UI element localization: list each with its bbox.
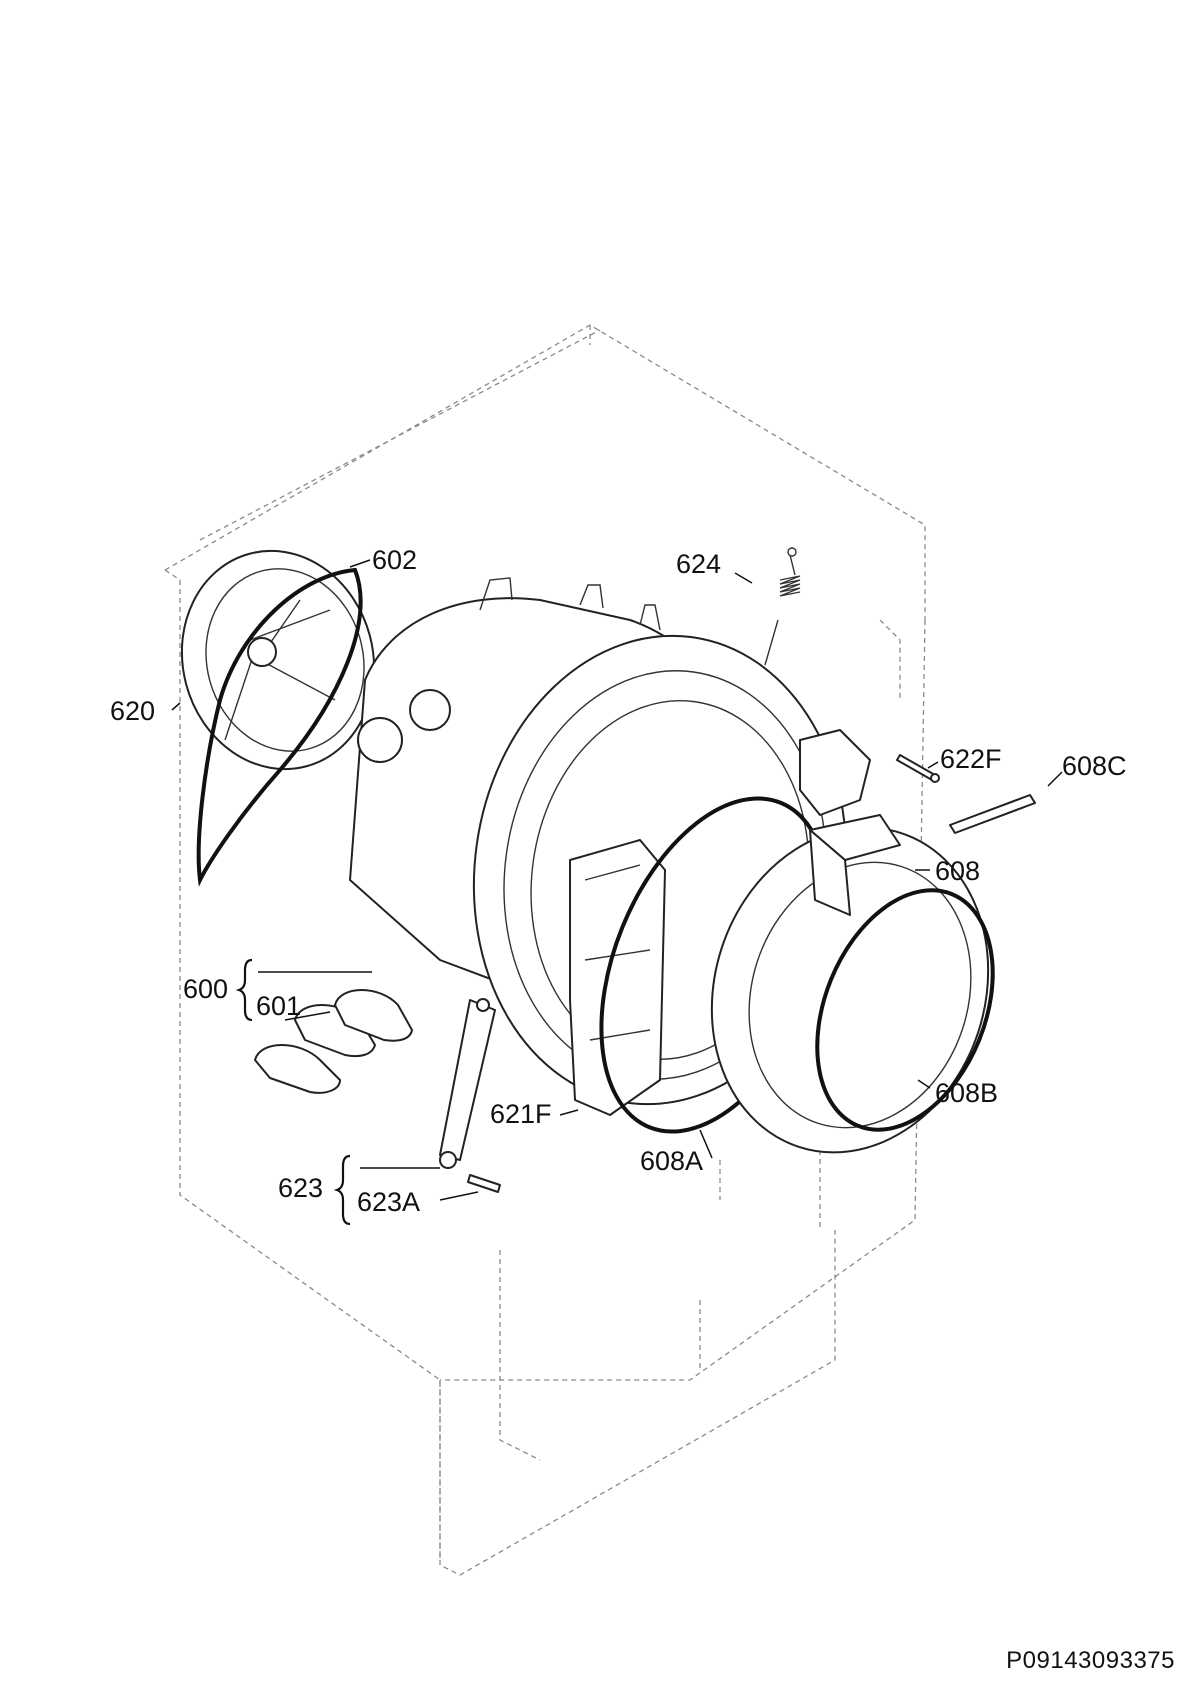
callout-624: 624: [676, 549, 721, 579]
callout-labels: 602 620 624 622F 608C 608 600 601 608B 6…: [110, 545, 1127, 1217]
leader-lines: [171, 559, 1063, 1226]
callout-600: 600: [183, 974, 228, 1004]
callout-622F: 622F: [940, 744, 1002, 774]
pin-623A: [467, 1174, 501, 1193]
callout-608B: 608B: [935, 1078, 998, 1108]
callout-608C: 608C: [1062, 751, 1127, 781]
callout-601: 601: [256, 991, 301, 1021]
reference-code: P09143093375: [1006, 1647, 1175, 1674]
screw-622F: [896, 754, 940, 783]
drum-lifters-601: [254, 989, 413, 1094]
cabinet-outline: [164, 324, 926, 1576]
clamp-ring-608B: [815, 888, 995, 1132]
spring-wire-608C: [949, 794, 1036, 834]
callout-608: 608: [935, 856, 980, 886]
callout-623A: 623A: [357, 1187, 420, 1217]
callout-620: 620: [110, 696, 155, 726]
door-seal-608: [710, 814, 990, 1154]
callout-608A: 608A: [640, 1146, 703, 1176]
drive-belt-602: [196, 567, 363, 887]
spring-624: [764, 547, 801, 666]
pulley-620: [180, 549, 376, 771]
inlet-housing: [799, 729, 871, 816]
callout-623: 623: [278, 1173, 323, 1203]
callout-602: 602: [372, 545, 417, 575]
callout-621F: 621F: [490, 1099, 552, 1129]
front-bracket-621F: [569, 839, 666, 1116]
damper-623: [439, 998, 496, 1169]
